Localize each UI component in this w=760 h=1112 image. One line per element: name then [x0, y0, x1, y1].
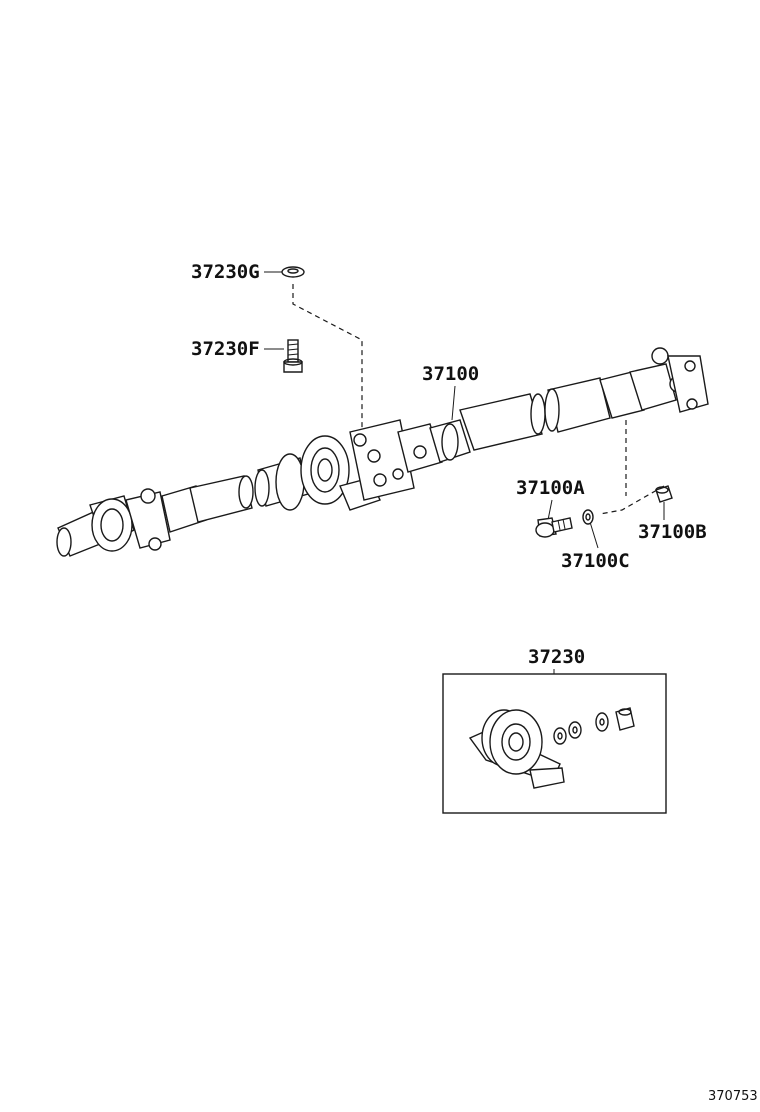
- leader-lines: [264, 271, 665, 674]
- diagram-reference-number: 370753: [708, 1089, 758, 1104]
- flange-bolt-icon[interactable]: [535, 517, 573, 538]
- center-bearing-kit-box[interactable]: [442, 673, 667, 814]
- label-37100[interactable]: 37100: [422, 363, 479, 385]
- propeller-shaft[interactable]: [56, 347, 709, 557]
- nut-icon[interactable]: [655, 485, 673, 503]
- label-37100C[interactable]: 37100C: [561, 550, 630, 572]
- label-37230[interactable]: 37230: [528, 646, 585, 668]
- bolt-icon[interactable]: [283, 339, 303, 373]
- assembly-dash-lines: [292, 284, 665, 515]
- washer-icon[interactable]: [582, 509, 594, 525]
- grommet-icon[interactable]: [281, 266, 305, 278]
- label-37100A[interactable]: 37100A: [516, 477, 585, 499]
- label-37230G[interactable]: 37230G: [191, 261, 260, 283]
- label-37230F[interactable]: 37230F: [191, 338, 260, 360]
- label-37100B[interactable]: 37100B: [638, 521, 707, 543]
